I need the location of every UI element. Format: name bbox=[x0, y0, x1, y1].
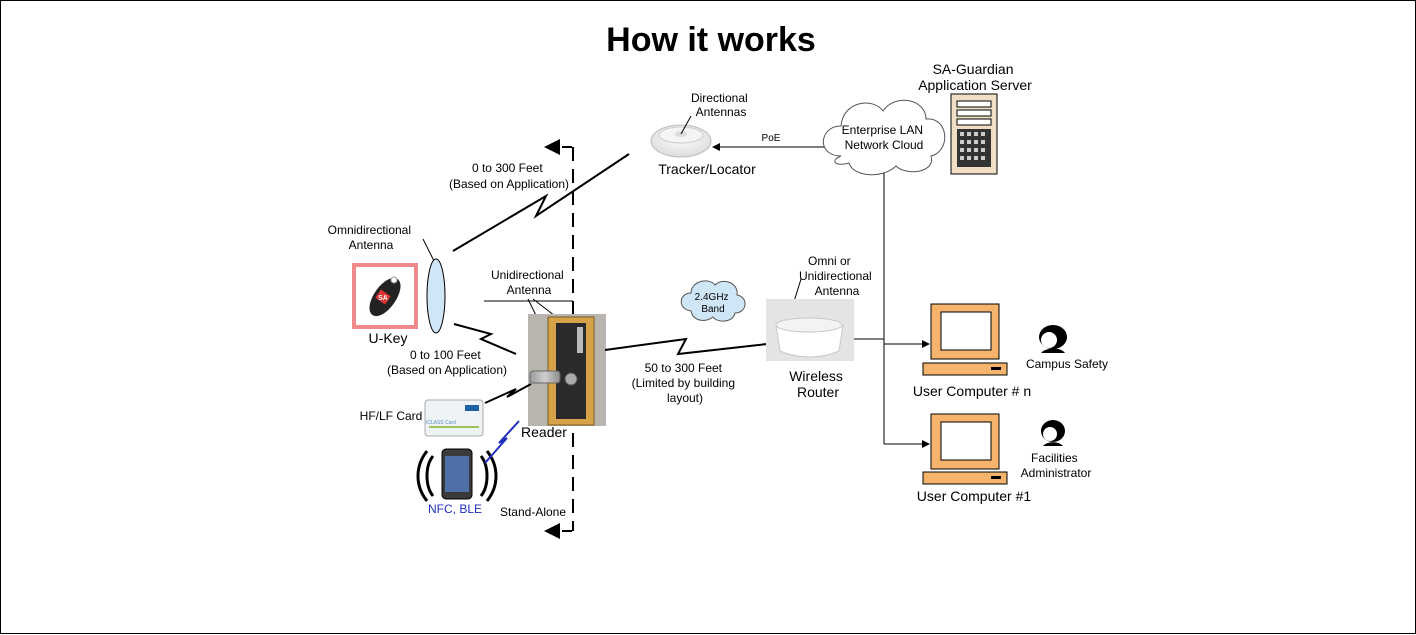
ukey-label: U-Key bbox=[369, 330, 408, 346]
lan-wiring bbox=[840, 173, 930, 448]
ukey-fob-icon bbox=[369, 276, 401, 317]
poe-label: PoE bbox=[762, 133, 781, 144]
wireless-router-device bbox=[766, 299, 854, 361]
user-computer-n-icon bbox=[922, 303, 1008, 376]
range-300-label: 0 to 300 Feet (Based on Application) bbox=[449, 161, 569, 191]
wireless-link-nfc bbox=[484, 420, 520, 464]
wireless-link-router bbox=[604, 337, 768, 356]
wireless-link-card bbox=[484, 383, 532, 404]
reader-label: Reader bbox=[521, 424, 567, 440]
directional-antenna-pointer bbox=[680, 115, 692, 135]
stand-alone-label: Stand-Alone bbox=[500, 505, 566, 519]
lan-cloud-label: Enterprise LAN Network Cloud bbox=[842, 123, 927, 152]
band-label: 2.4GHz Band bbox=[695, 292, 732, 315]
tracker-locator-device bbox=[650, 124, 712, 158]
ukey-logo-text: SA bbox=[378, 295, 388, 302]
omni-antenna-pointer bbox=[422, 238, 436, 264]
facilities-admin-person-icon bbox=[1041, 420, 1065, 446]
ukey-frame bbox=[352, 263, 418, 329]
nfc-ble-label: NFC, BLE bbox=[428, 502, 482, 516]
hf-lf-card-label: HF/LF Card bbox=[360, 409, 423, 423]
omni-antenna-label: Omnidirectional Antenna bbox=[328, 223, 415, 252]
user-computer-n-label: User Computer # n bbox=[913, 383, 1031, 399]
application-server-icon bbox=[950, 93, 998, 175]
wireless-link-ukey bbox=[453, 323, 517, 355]
range-50-300-label: 50 to 300 Feet (Limited by building layo… bbox=[632, 361, 739, 405]
card-brand-text: iCLASS Card bbox=[426, 420, 456, 426]
user-computer-1-icon bbox=[922, 413, 1008, 485]
campus-safety-label: Campus Safety bbox=[1026, 357, 1108, 371]
range-100-label: 0 to 100 Feet (Based on Application) bbox=[387, 348, 507, 377]
user-computer-1-label: User Computer #1 bbox=[917, 488, 1032, 504]
nfc-phone-icon bbox=[416, 448, 498, 502]
wireless-router-label: Wireless Router bbox=[789, 368, 847, 400]
unidirectional-antenna-label: Unidirectional Antenna bbox=[491, 268, 567, 297]
router-antenna-label: Omni or Unidirectional Antenna bbox=[799, 254, 875, 298]
server-title-label: SA-Guardian Application Server bbox=[918, 61, 1032, 93]
facilities-admin-label: Facilities Administrator bbox=[1021, 451, 1092, 480]
tracker-locator-label: Tracker/Locator bbox=[658, 161, 756, 177]
enterprise-lan-cloud bbox=[822, 99, 946, 176]
band-cloud bbox=[680, 280, 746, 322]
directional-antennas-label: Directional Antennas bbox=[691, 91, 751, 119]
omni-antenna-shape bbox=[426, 258, 446, 334]
wireless-link-tracker bbox=[452, 153, 630, 252]
campus-safety-person-icon bbox=[1039, 325, 1067, 353]
stand-alone-boundary bbox=[544, 139, 574, 539]
page-title: How it works bbox=[606, 21, 816, 59]
hf-lf-card-image bbox=[424, 399, 484, 437]
reader-lock-image bbox=[528, 314, 606, 426]
